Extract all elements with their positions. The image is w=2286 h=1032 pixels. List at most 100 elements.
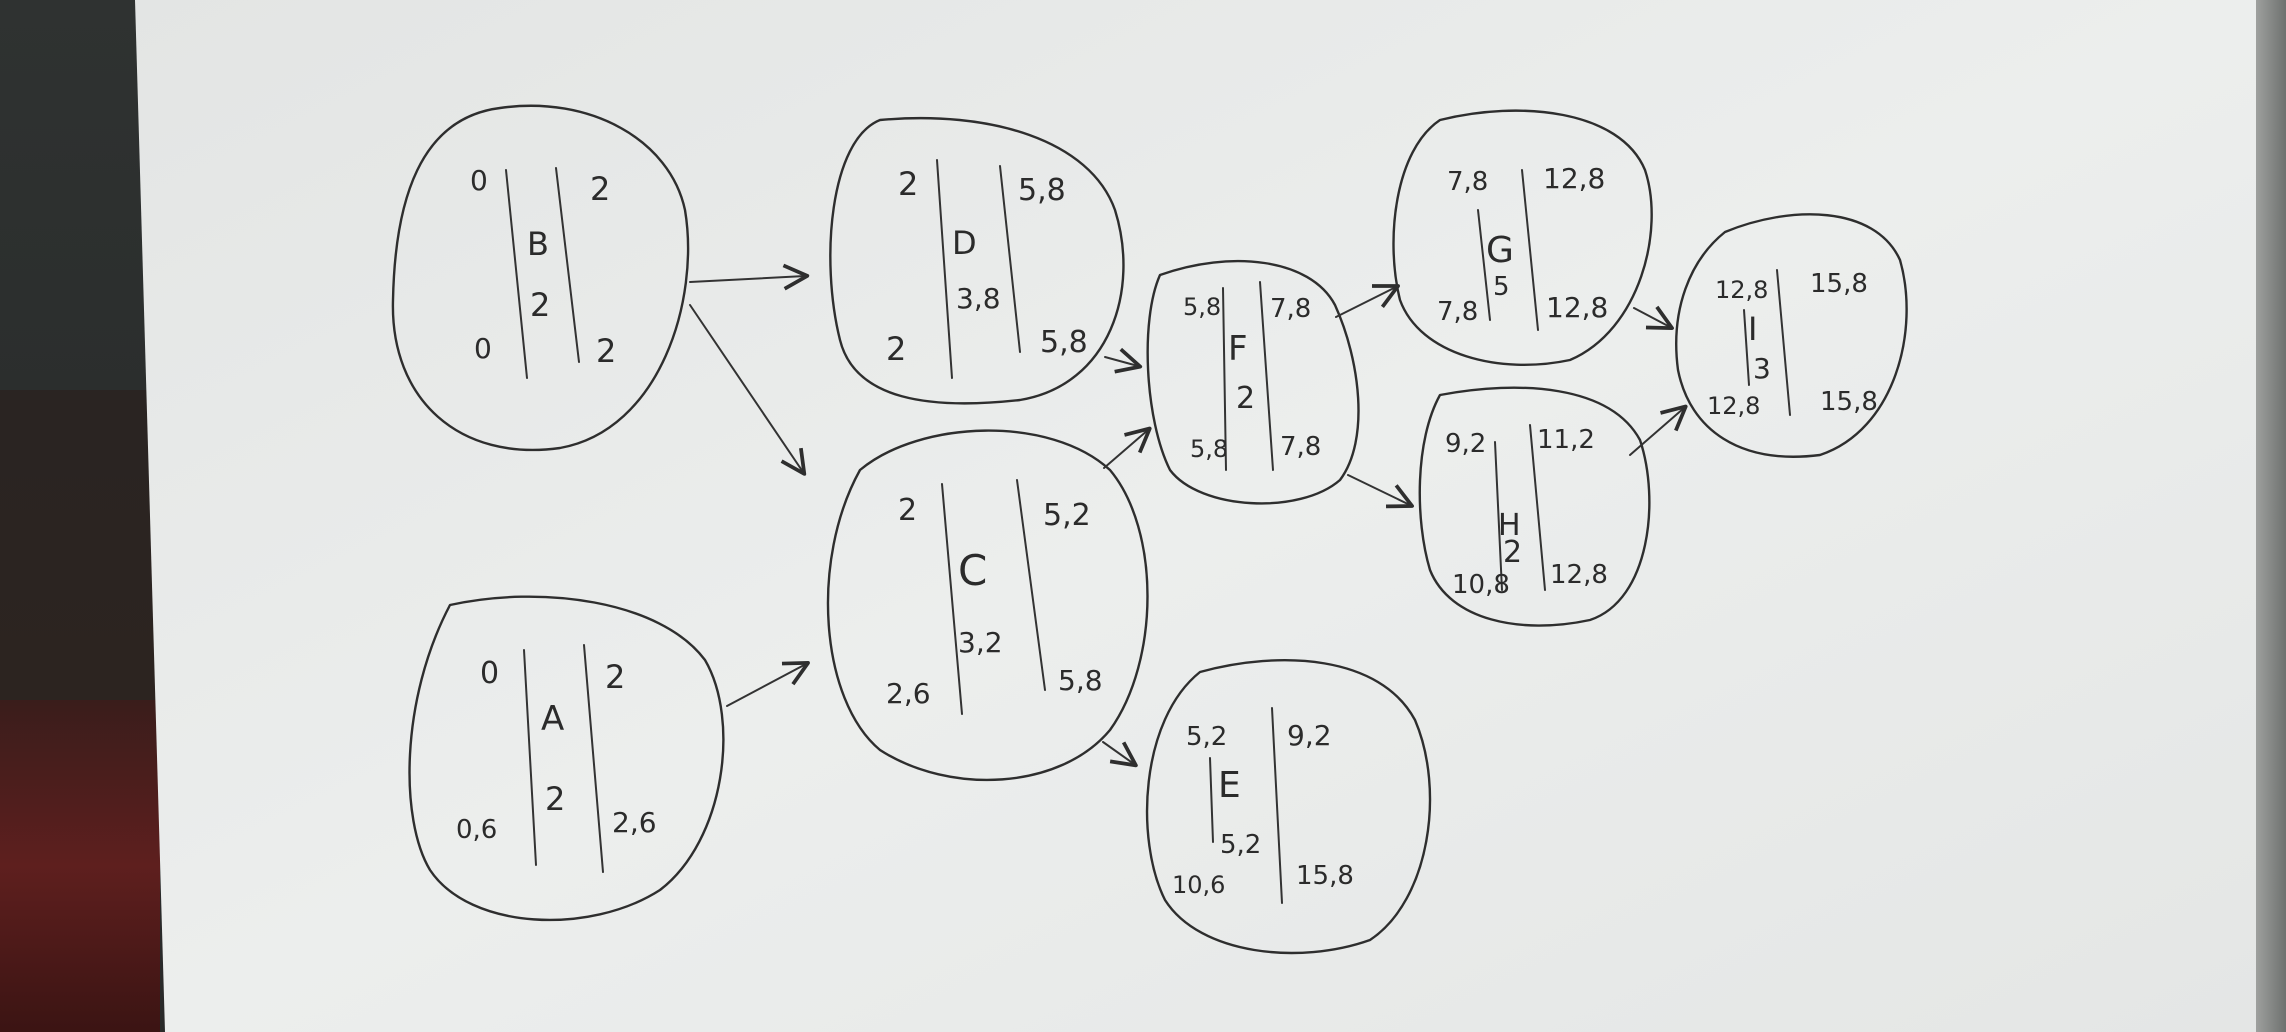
node-f-lf: 7,8 [1280, 432, 1321, 462]
node-e-divider-right [1271, 707, 1283, 904]
node-g-divider-left [1477, 209, 1491, 321]
node-b-ls: 0 [474, 332, 492, 365]
node-d-circle [829, 116, 1125, 405]
node-c-circle [826, 429, 1149, 782]
node-a-divider-right [583, 644, 604, 873]
node-g-divider-right [1521, 169, 1539, 331]
node-c-duration: 3,2 [958, 626, 1003, 659]
node-a-ef: 2 [605, 658, 625, 696]
node-e-ls: 10,6 [1172, 871, 1225, 899]
node-i-ls: 12,8 [1707, 392, 1760, 420]
node-e-label: E [1218, 765, 1241, 806]
node-g-es: 7,8 [1447, 167, 1488, 197]
dark-background-top [0, 0, 160, 400]
node-i-label: I [1748, 310, 1757, 348]
node-e-circle [1145, 659, 1432, 955]
node-f-duration: 2 [1236, 381, 1255, 416]
node-i-duration: 3 [1753, 352, 1771, 385]
arrows [689, 263, 1688, 768]
node-c-ef: 5,2 [1043, 498, 1091, 533]
node-f: 5,8 7,8 F 2 5,8 7,8 [1146, 260, 1360, 505]
node-f-circle [1146, 260, 1360, 505]
node-a-divider-left [523, 649, 537, 866]
node-g-lf: 12,8 [1546, 291, 1608, 324]
arrow-f-to-h [1347, 474, 1414, 509]
arrow-b-to-d [689, 263, 810, 291]
node-c-lf: 5,8 [1058, 664, 1103, 697]
node-d-ef: 5,8 [1018, 173, 1066, 208]
node-c-ls: 2,6 [886, 677, 931, 710]
node-d-divider-left [936, 159, 953, 379]
node-a-circle [408, 595, 725, 922]
node-f-divider-right [1259, 281, 1274, 471]
node-h-divider-right [1529, 424, 1546, 591]
arrow-d-to-f [1104, 347, 1143, 374]
node-b-duration: 2 [530, 286, 550, 324]
node-c-divider-left [941, 483, 963, 715]
node-g-ef: 12,8 [1543, 162, 1605, 195]
node-d-duration: 3,8 [956, 282, 1001, 315]
arrow-b-to-c [689, 304, 807, 476]
node-b-divider-left [505, 169, 528, 379]
node-e: 5,2 9,2 E 5,2 10,6 15,8 [1145, 659, 1432, 955]
node-c-label: C [958, 546, 987, 595]
node-a-label: A [541, 699, 564, 739]
node-e-lf: 15,8 [1296, 861, 1354, 891]
node-h-lf: 12,8 [1550, 560, 1608, 590]
node-a-es: 0 [480, 656, 499, 691]
node-f-divider-left [1222, 287, 1227, 471]
node-h-circle [1418, 386, 1651, 627]
node-d: 2 5,8 D 3,8 2 5,8 [829, 116, 1125, 405]
node-a-ls: 0,6 [456, 815, 497, 845]
node-g-ls: 7,8 [1437, 297, 1478, 327]
node-d-divider-right [999, 165, 1021, 353]
node-b-es: 0 [470, 164, 488, 197]
node-b-label: B [527, 225, 549, 263]
node-i-divider-right [1776, 269, 1791, 416]
node-e-duration: 5,2 [1220, 830, 1261, 860]
node-h: 9,2 11,2 H 2 10,8 12,8 [1418, 386, 1651, 627]
node-f-ls: 5,8 [1190, 435, 1228, 463]
node-c-divider-right [1016, 479, 1046, 691]
arrow-c-to-e [1102, 741, 1138, 768]
node-g-circle [1392, 109, 1653, 366]
node-e-ef: 9,2 [1287, 719, 1332, 752]
node-c-es: 2 [898, 493, 917, 528]
node-i-es: 12,8 [1715, 276, 1768, 304]
node-e-es: 5,2 [1186, 722, 1227, 752]
node-g-duration: 5 [1493, 272, 1510, 302]
node-g: 7,8 12,8 G 5 7,8 12,8 [1392, 109, 1653, 366]
table-edge [2256, 0, 2286, 1032]
node-h-ls: 10,8 [1452, 570, 1510, 600]
node-h-divider-left [1494, 441, 1503, 591]
node-g-label: G [1486, 230, 1514, 271]
node-i-lf: 15,8 [1820, 387, 1878, 417]
paper-surface [135, 0, 2272, 1032]
node-a-duration: 2 [545, 780, 565, 818]
arrow-c-to-f [1103, 426, 1152, 469]
node-h-es: 9,2 [1445, 429, 1486, 459]
node-d-lf: 5,8 [1040, 325, 1088, 360]
node-a: 0 2 A 2 0,6 2,6 [408, 595, 725, 922]
arrow-a-to-c [726, 661, 810, 707]
node-i-circle [1675, 213, 1908, 458]
node-b-circle [391, 104, 690, 452]
node-b-divider-right [555, 167, 580, 363]
arrow-g-to-i [1633, 305, 1674, 330]
node-d-label: D [952, 224, 977, 262]
node-h-duration: 2 [1503, 535, 1522, 570]
node-b-lf: 2 [596, 332, 616, 370]
node-h-ef: 11,2 [1537, 425, 1595, 455]
wood-background [0, 390, 160, 720]
node-a-lf: 2,6 [612, 806, 657, 839]
node-i: 12,8 15,8 I 3 12,8 15,8 [1675, 213, 1908, 458]
arrow-h-to-i [1629, 404, 1688, 456]
red-background [0, 700, 160, 1032]
node-h-label: H [1498, 508, 1521, 543]
node-f-es: 5,8 [1183, 293, 1221, 321]
node-f-label: F [1228, 329, 1248, 369]
node-b: 0 2 B 2 0 2 [391, 104, 690, 452]
node-b-ef: 2 [590, 170, 610, 208]
